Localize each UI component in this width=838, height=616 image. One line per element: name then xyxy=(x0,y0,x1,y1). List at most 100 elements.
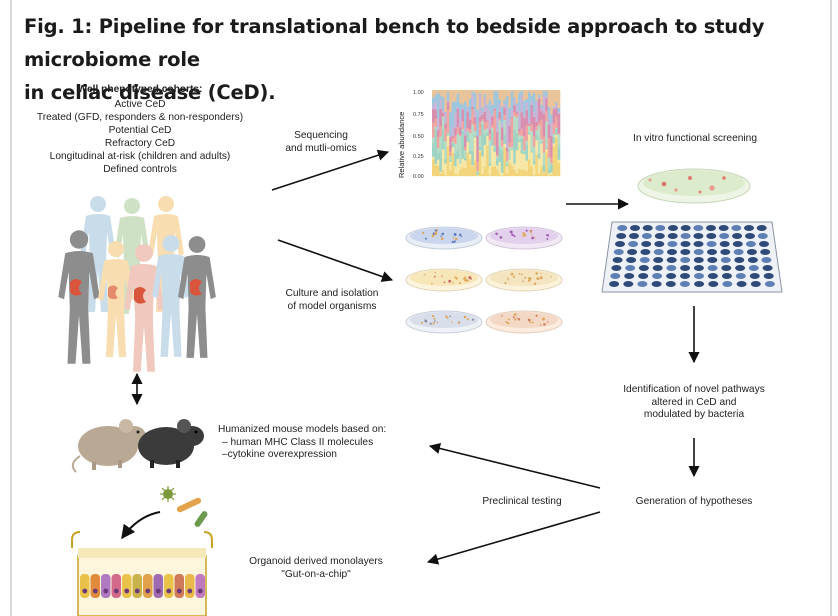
abundance-bar-segment xyxy=(439,171,443,174)
abundance-bar-segment xyxy=(550,174,553,177)
abundance-bar-segment xyxy=(488,175,492,177)
abundance-bar-segment xyxy=(439,98,443,109)
abundance-bar-segment xyxy=(478,121,482,136)
abundance-bar-segment xyxy=(496,159,499,166)
plate-well xyxy=(612,257,623,263)
plate-well xyxy=(615,241,625,247)
abundance-bar-segment xyxy=(451,146,455,153)
mouse-models-label-line: Humanized mouse models based on: xyxy=(218,424,387,435)
abundance-bar-segment xyxy=(513,97,516,99)
abundance-bar-segment xyxy=(555,90,558,103)
abundance-bar-segment xyxy=(454,173,457,177)
plate-well xyxy=(653,257,664,263)
abundance-bar-segment xyxy=(476,161,480,172)
abundance-bar-segment xyxy=(540,138,544,143)
abundance-bar-segment xyxy=(459,102,462,118)
plate-well xyxy=(629,233,639,239)
colony-dot xyxy=(527,279,531,282)
colony-dot xyxy=(471,318,475,321)
colony-dot xyxy=(424,237,427,240)
plate-well xyxy=(679,281,690,287)
abundance-bar-segment xyxy=(454,166,457,174)
abundance-bar-segment xyxy=(439,136,443,152)
abundance-bar-segment xyxy=(459,117,462,128)
plate-well xyxy=(736,281,747,287)
organoid-cell xyxy=(143,574,153,598)
abundance-bar-segment xyxy=(515,103,519,105)
organoid-cell xyxy=(164,574,174,598)
abundance-bar-segment xyxy=(503,90,507,101)
abundance-bar-segment xyxy=(508,125,512,143)
abundance-bar-segment xyxy=(557,147,561,160)
organoid-cell xyxy=(195,574,205,598)
abundance-bar-segment xyxy=(471,108,475,125)
abundance-bar-segment xyxy=(491,131,494,146)
colony-dot xyxy=(514,318,517,321)
abundance-bar-segment xyxy=(481,114,484,119)
abundance-bar-segment xyxy=(540,143,544,167)
identification-label: Identification of novel pathways altered… xyxy=(596,384,792,422)
abundance-bar-segment xyxy=(550,172,553,175)
hypotheses-label: Generation of hypotheses xyxy=(635,496,753,507)
plate-well xyxy=(734,257,745,263)
identification-label-line: altered in CeD and xyxy=(651,396,737,408)
abundance-bar-segment xyxy=(515,104,519,112)
abundance-bar-segment xyxy=(464,101,467,129)
abundance-bar-segment xyxy=(540,111,544,120)
figure-title-line-2: in celiac disease (CeD). xyxy=(24,81,276,104)
abundance-bar-segment xyxy=(525,124,529,141)
colony-dot xyxy=(466,279,469,282)
cohorts-heading: Well phenotyped cohorts: xyxy=(77,84,203,95)
abundance-bar-segment xyxy=(557,107,561,113)
plate-well xyxy=(641,233,652,239)
abundance-bar-segment xyxy=(523,150,526,153)
abundance-bar-segment xyxy=(476,172,480,175)
abundance-bar-segment xyxy=(498,111,502,119)
colony-dot xyxy=(535,314,538,317)
abundance-bar-segment xyxy=(473,137,477,161)
plate-well xyxy=(623,281,634,287)
abundance-bar-segment xyxy=(461,107,465,110)
abundance-bar-segment xyxy=(444,163,448,176)
abundance-bar-segment xyxy=(500,90,504,107)
plate-well xyxy=(638,265,649,271)
plate-well xyxy=(668,225,678,231)
mouse-light xyxy=(71,419,146,473)
abundance-bar-segment xyxy=(481,173,484,177)
plate-well xyxy=(719,241,730,247)
abundance-bar-segment xyxy=(481,90,484,108)
abundance-bar-segment xyxy=(550,157,553,164)
colony-dot xyxy=(507,322,510,325)
abundance-bar-segment xyxy=(508,162,512,177)
organoid-cell-nucleus xyxy=(145,588,151,594)
abundance-bar-segment xyxy=(468,128,472,134)
abundance-tick: 0.00 xyxy=(413,174,424,180)
abundance-bar-segment xyxy=(461,121,465,129)
abundance-bar-segment xyxy=(525,171,529,177)
plate-well xyxy=(721,273,732,279)
abundance-bar-segment xyxy=(505,166,509,174)
sequencing-label: Sequencing and mutli-omics xyxy=(272,130,370,155)
plate-well xyxy=(626,257,637,263)
abundance-bar-segment xyxy=(555,107,558,117)
abundance-bar-segment xyxy=(456,158,460,175)
abundance-bar-segment xyxy=(496,90,499,92)
colony-dot xyxy=(448,279,452,283)
abundance-bar-segment xyxy=(555,102,558,104)
abundance-bar-segment xyxy=(464,146,467,151)
abundance-bar-segment xyxy=(520,90,524,91)
cohort-item: Longitudinal at-risk (children and adult… xyxy=(49,151,231,162)
abundance-bar-segment xyxy=(483,121,487,130)
abundance-bar-segment xyxy=(513,98,516,106)
colony-dot xyxy=(522,280,524,283)
abundance-bar-segment xyxy=(466,90,470,107)
plate-well xyxy=(680,257,691,263)
abundance-bar-segment xyxy=(537,158,541,174)
abundance-bar-segment xyxy=(441,170,445,177)
colony-dot xyxy=(434,229,437,232)
abundance-bar-segment xyxy=(486,106,489,121)
abundance-bar-segment xyxy=(535,134,539,141)
plate-well xyxy=(665,281,676,287)
abundance-bar-segment xyxy=(510,165,514,177)
abundance-bar-segment xyxy=(471,151,475,166)
